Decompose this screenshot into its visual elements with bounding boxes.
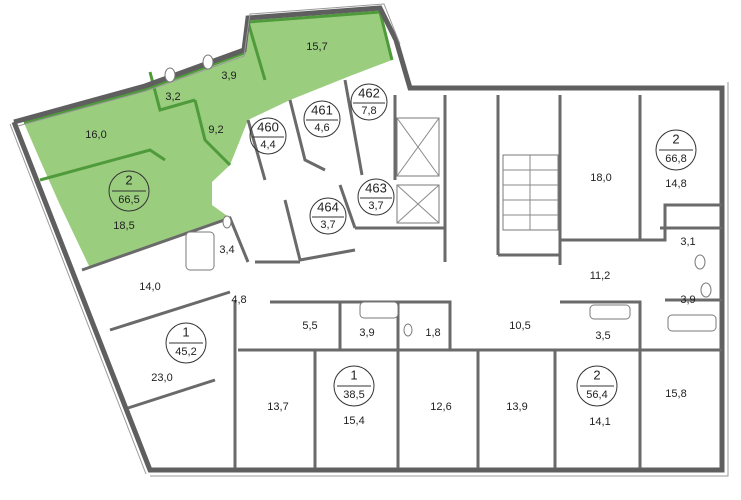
room-area: 14,0 — [139, 281, 160, 293]
room-area: 10,5 — [509, 320, 530, 332]
room-area: 3,4 — [219, 244, 234, 256]
apartment-area: 66,8 — [665, 153, 686, 165]
room-area: 1,8 — [425, 327, 440, 339]
apartment-area: 56,4 — [586, 389, 607, 401]
apartment-area: 45,2 — [175, 346, 196, 358]
room-area: 3,9 — [221, 70, 236, 82]
unit-number: 464 — [317, 199, 339, 214]
apartment-rooms: 2 — [125, 172, 132, 187]
apartment-badge[interactable]: 2 66,5 — [108, 170, 150, 212]
unit-area: 3,7 — [368, 200, 383, 212]
room-area: 15,7 — [306, 41, 327, 53]
room-area: 12,6 — [430, 401, 451, 413]
unit-badge[interactable]: 462 7,8 — [350, 83, 388, 121]
unit-number: 460 — [257, 119, 279, 134]
room-area: 18,0 — [590, 172, 611, 184]
apartment-rooms: 1 — [350, 367, 357, 382]
unit-badge[interactable]: 463 3,7 — [357, 178, 395, 216]
apartment-rooms: 2 — [672, 131, 679, 146]
room-area: 14,1 — [589, 416, 610, 428]
unit-area: 4,4 — [260, 139, 275, 151]
apartment-rooms: 1 — [182, 324, 189, 339]
unit-number: 463 — [365, 180, 387, 195]
elevator-shafts — [396, 117, 440, 224]
apartment-rooms: 2 — [593, 367, 600, 382]
room-area: 11,2 — [590, 270, 611, 282]
unit-number: 461 — [311, 102, 333, 117]
unit-badge[interactable]: 461 4,6 — [303, 100, 341, 138]
room-area: 3,1 — [680, 236, 695, 248]
apartment-badge[interactable]: 1 45,2 — [165, 322, 207, 364]
staircase — [502, 154, 559, 231]
room-area: 13,9 — [506, 401, 527, 413]
room-area: 3,9 — [680, 294, 695, 306]
unit-area: 3,7 — [320, 219, 335, 231]
room-area: 13,7 — [267, 401, 288, 413]
apartment-badge[interactable]: 2 66,8 — [655, 129, 697, 171]
room-area: 4,8 — [231, 294, 246, 306]
unit-badge[interactable]: 460 4,4 — [249, 117, 287, 155]
apartment-area: 38,5 — [343, 389, 364, 401]
unit-area: 4,6 — [314, 122, 329, 134]
room-area: 15,8 — [665, 388, 686, 400]
room-area: 5,5 — [302, 320, 317, 332]
room-area: 15,4 — [343, 415, 364, 427]
room-area: 3,9 — [359, 327, 374, 339]
room-area: 23,0 — [151, 372, 172, 384]
room-area: 14,8 — [665, 178, 686, 190]
unit-area: 7,8 — [361, 105, 376, 117]
room-area: 3,2 — [165, 91, 180, 103]
room-labels: 15,7 3,9 3,2 16,0 9,2 18,5 3,4 14,0 4,8 … — [85, 41, 695, 428]
apartment-area: 66,5 — [118, 194, 139, 206]
room-area: 3,5 — [595, 330, 610, 342]
interior-walls — [81, 79, 722, 468]
highlighted-apartment[interactable] — [23, 10, 394, 268]
room-area: 18,5 — [113, 220, 134, 232]
apartment-badge[interactable]: 2 56,4 — [576, 365, 618, 407]
room-area: 9,2 — [208, 124, 223, 136]
room-area: 16,0 — [85, 129, 106, 141]
bathroom-fixtures — [164, 54, 717, 337]
unit-badge[interactable]: 464 3,7 — [309, 197, 347, 235]
exterior-walls — [9, 3, 729, 477]
apartment-badge[interactable]: 1 38,5 — [333, 365, 375, 407]
unit-number: 462 — [358, 85, 380, 100]
